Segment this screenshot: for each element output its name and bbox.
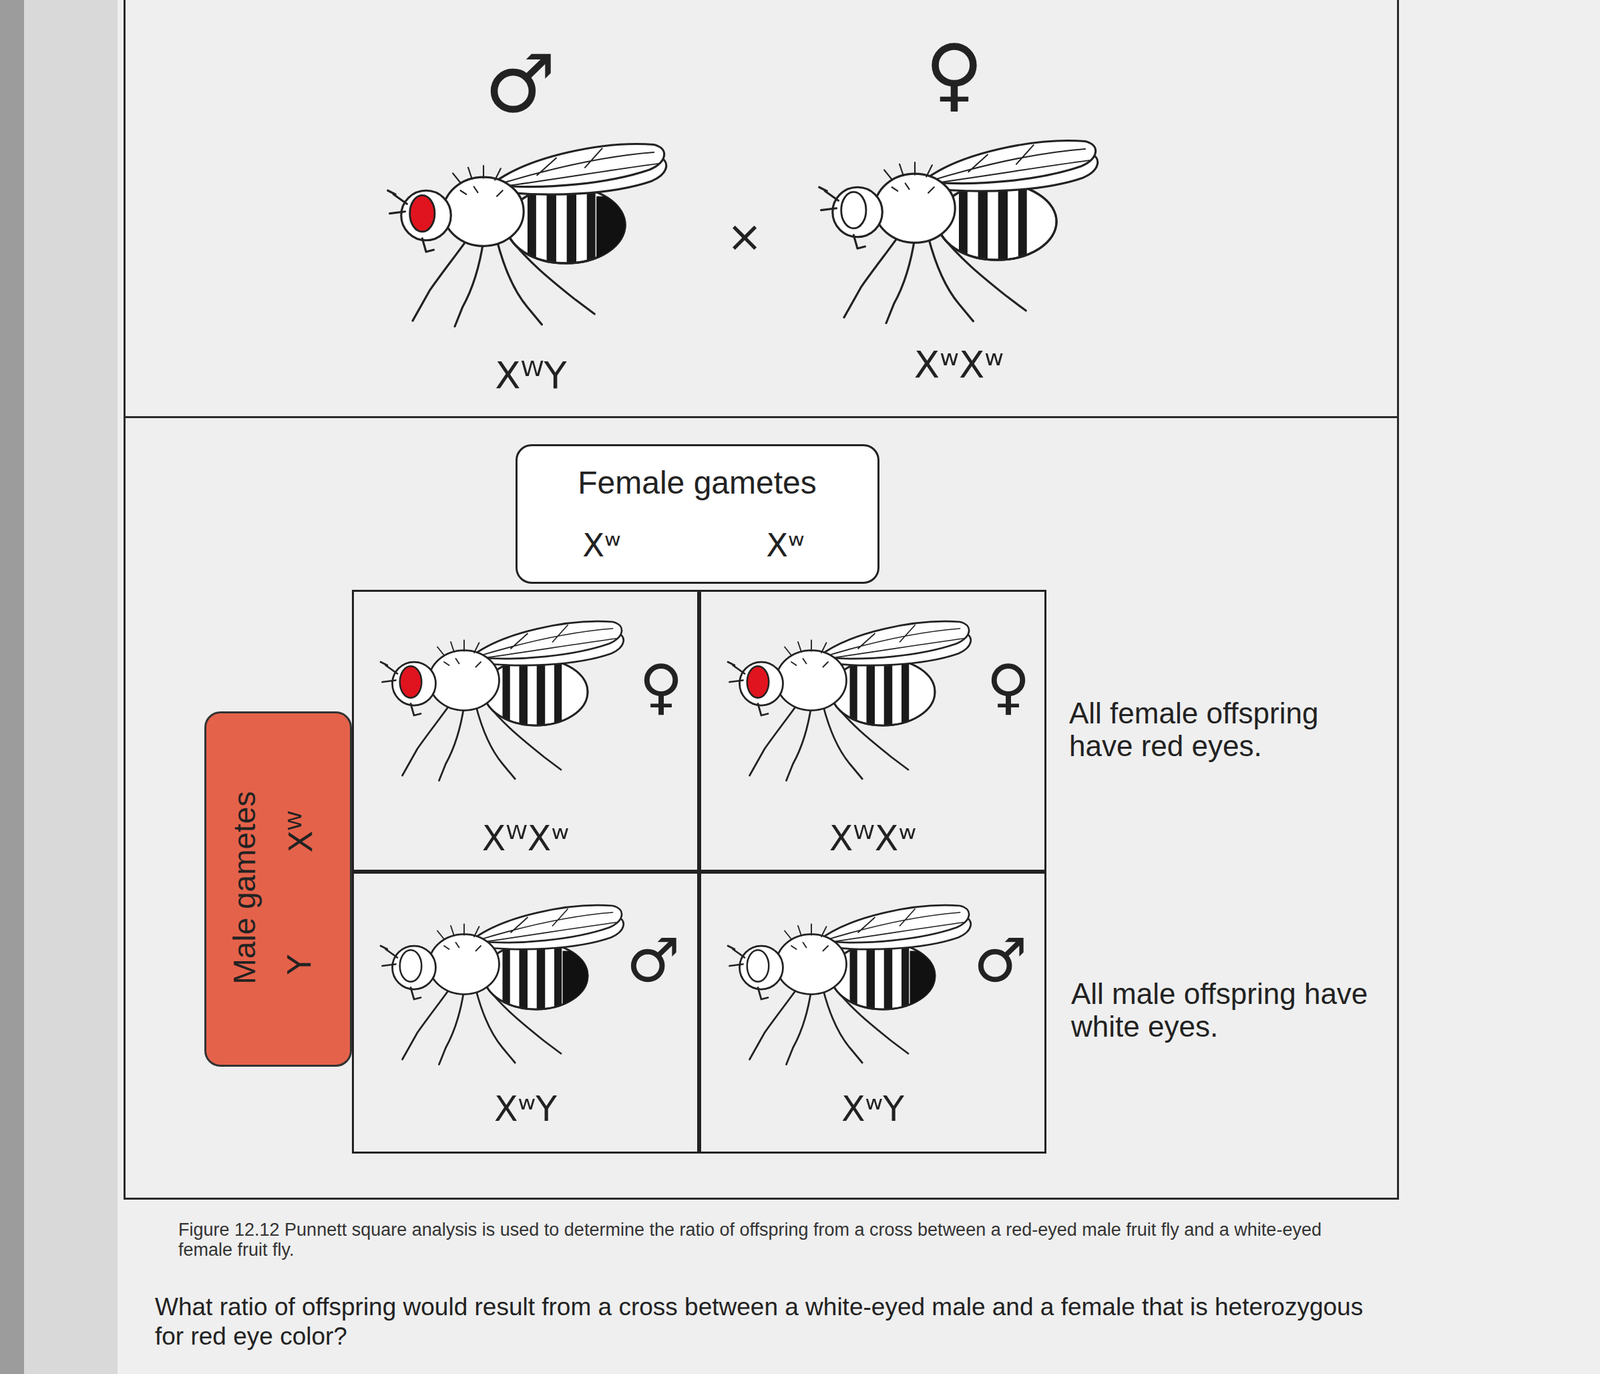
- parent-panel: ♂ XᵂY × ♀ XʷXʷ: [123, 0, 1399, 419]
- fruit-fly: [380, 904, 624, 1064]
- genotype: XᵂXʷ: [482, 818, 569, 858]
- gamete-heading: Female gametes: [577, 464, 817, 501]
- result-note: All male offspring have white eyes.: [1071, 976, 1385, 1044]
- sex-symbol: ♂: [484, 39, 557, 129]
- punnett-cell: ♂ XʷY: [699, 871, 1047, 1154]
- cross-sign: ×: [726, 213, 763, 262]
- genotype: XᵂXʷ: [829, 818, 917, 858]
- sex-symbol: ♀: [986, 653, 1031, 721]
- fruit-fly: [387, 144, 667, 327]
- photo-edge: [24, 0, 118, 1374]
- question-text: What ratio of offspring would result fro…: [154, 1292, 1371, 1352]
- fruit-fly: [819, 140, 1098, 324]
- sex-symbol: ♀: [924, 29, 984, 119]
- gamete: Xᵂ: [283, 810, 320, 853]
- genotype: XʷXʷ: [914, 343, 1004, 386]
- photo-edge: [0, 0, 25, 1374]
- sex-symbol: ♂: [973, 926, 1028, 995]
- gamete: Y: [281, 954, 318, 974]
- gamete-box: Female gametesXʷ Xʷ: [515, 444, 880, 584]
- gamete-box: Male gametes XᵂY: [204, 711, 352, 1067]
- punnett-cell: ♀ XᵂXʷ: [699, 589, 1047, 872]
- sex-symbol: ♀: [639, 653, 684, 721]
- result-note: All female offspring have red eyes.: [1069, 696, 1383, 763]
- fruit-fly: [727, 621, 971, 780]
- genotype: XʷY: [494, 1089, 557, 1128]
- gamete: Xʷ: [765, 527, 805, 564]
- genotype: XᵂY: [494, 354, 567, 397]
- punnett-cell: ♂ XʷY: [351, 871, 700, 1154]
- figure-caption: Figure 12.12 Punnett square analysis is …: [178, 1219, 1381, 1260]
- gamete-heading: Male gametes: [227, 791, 263, 985]
- offspring-panel: All female offspring have red eyes. All m…: [123, 416, 1399, 1200]
- punnett-cell: ♀ XᵂXʷ: [351, 589, 700, 872]
- genotype: XʷY: [841, 1089, 905, 1128]
- fruit-fly: [380, 621, 624, 780]
- sex-symbol: ♂: [626, 926, 681, 995]
- fruit-fly: [727, 904, 971, 1064]
- gamete: Xʷ: [582, 527, 622, 564]
